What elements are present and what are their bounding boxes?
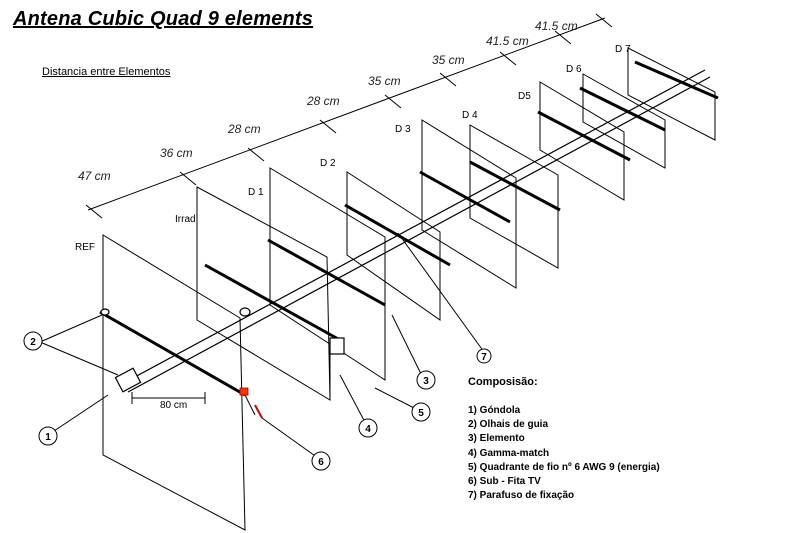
diagram-title: Antena Cubic Quad 9 elements (13, 8, 314, 30)
gondola (114, 367, 142, 393)
element-label-d3: D 3 (395, 124, 411, 135)
spreader-d3 (419, 170, 511, 224)
element-frame-ref (102, 234, 246, 531)
leader-7 (397, 232, 485, 353)
boom-offset-dimension (131, 392, 206, 404)
element-frame-d3 (421, 119, 517, 289)
leader-3 (391, 314, 424, 379)
spacing-label-1: 47 cm (78, 169, 111, 183)
element-label-d4: D 4 (462, 110, 478, 121)
spreader-d4 (469, 160, 561, 212)
composition-heading: Composisão: (468, 376, 538, 388)
leader-4 (339, 374, 368, 427)
element-frame-d6 (582, 73, 666, 169)
callout-circle-5 (411, 402, 431, 422)
callout-circle-4 (358, 418, 378, 438)
element-frame-d2 (346, 171, 441, 321)
leader-2b (39, 341, 119, 376)
leader-1 (47, 394, 109, 436)
element-label-d2: D 2 (320, 158, 336, 169)
spreader-d7 (634, 60, 719, 100)
spreader-ref (99, 310, 246, 397)
composition-item-1: 1) Góndola (468, 405, 521, 416)
element-label-d1: D 1 (248, 187, 264, 198)
composition-item-6: 6) Sub - Fita TV (468, 476, 541, 488)
guide-eye-left (100, 308, 110, 316)
composition-item-2: 2) Olhais de guia (468, 419, 549, 431)
spacing-label-7: 41.5 cm (486, 34, 529, 48)
spacing-label-5: 35 cm (368, 74, 401, 88)
gamma-match-clamp (329, 337, 345, 355)
composition-list: 1) Góndola 2) Olhais de guia 3) Elemento… (468, 404, 660, 503)
spacing-label-2: 36 cm (160, 146, 193, 160)
element-label-d6: D 6 (566, 64, 582, 75)
callout-circle-2 (23, 331, 43, 351)
callout-circle-6 (311, 451, 331, 471)
feed-point (239, 387, 263, 419)
callout-circle-1 (38, 426, 58, 446)
element-label-d5: D5 (518, 91, 531, 102)
callout-number-7: 7 (481, 352, 487, 363)
callout-circle-7 (476, 348, 492, 364)
callout-number-1: 1 (45, 432, 51, 443)
spreader-d1 (267, 238, 386, 307)
diagram-subtitle: Distancia entre Elementos (42, 66, 171, 78)
element-frame-d5 (539, 81, 625, 201)
spreader-d2 (344, 203, 451, 267)
spacing-label-3: 28 cm (227, 122, 261, 136)
element-label-ref: REF (75, 242, 95, 253)
callout-number-6: 6 (318, 457, 324, 468)
element-frame-d7 (627, 47, 716, 141)
guide-eye-right (239, 307, 251, 317)
composition-item-5: 5) Quadrante de fio nº 6 AWG 9 (energia) (468, 461, 660, 473)
element-label-d7: D 7 (615, 44, 631, 55)
element-frame-d4 (469, 124, 559, 269)
composition-item-3: 3) Elemento (468, 433, 525, 445)
spreader-d6 (579, 86, 666, 132)
spacing-label-8: 41.5 cm (535, 19, 578, 33)
callout-number-4: 4 (365, 424, 371, 435)
leader-5 (374, 387, 419, 411)
spacing-dimension-line (85, 13, 613, 219)
boom-offset-label: 80 cm (160, 400, 187, 411)
element-label-irrad: Irrad (175, 214, 196, 225)
composition-item-4: 4) Gamma-match (468, 447, 550, 459)
boom (119, 69, 711, 393)
spacing-label-6: 35 cm (432, 53, 465, 67)
spreader-irrad (204, 263, 341, 342)
leader-6 (261, 417, 319, 459)
callout-number-3: 3 (423, 376, 429, 387)
spreader-d5 (537, 110, 631, 162)
callout-circle-3 (416, 370, 436, 390)
callout-number-5: 5 (418, 408, 424, 419)
leader-2a (39, 314, 103, 343)
spacing-label-4: 28 cm (306, 94, 340, 108)
composition-item-7: 7) Parafuso de fixação (468, 490, 575, 502)
callout-number-2: 2 (30, 337, 36, 348)
feed-wire (244, 394, 256, 416)
